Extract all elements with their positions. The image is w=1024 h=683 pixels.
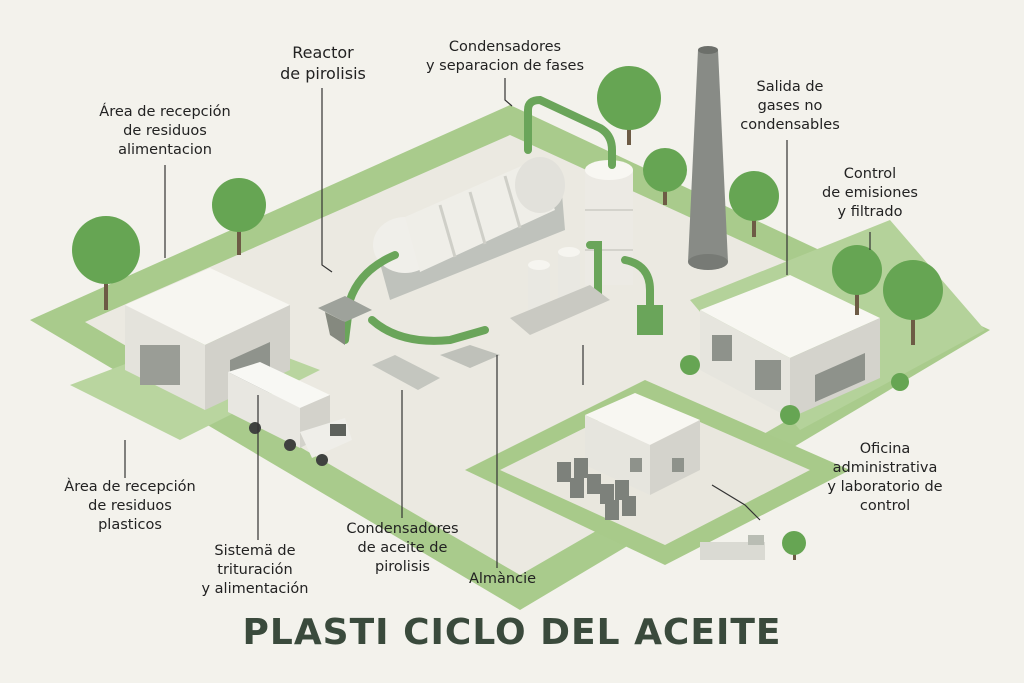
trees — [72, 66, 943, 560]
bush — [891, 373, 909, 391]
truck — [228, 362, 352, 466]
tree — [72, 216, 140, 310]
tree — [832, 245, 882, 315]
small-sign — [700, 535, 765, 560]
label-salida-gases: Salida de gases no condensables — [740, 79, 840, 133]
office-building — [700, 275, 880, 418]
tree — [643, 148, 687, 205]
label-almacie: Almàncie — [468, 571, 537, 587]
label-control-emisiones: Control de emisiones y filtrado — [822, 166, 918, 220]
callout-lines — [124, 78, 871, 568]
label-condensers-top: Condensadores y separacion de fases — [425, 39, 585, 74]
tree — [729, 171, 779, 237]
label-trituracion: Sistemä de trituración y alimentación — [201, 543, 309, 597]
storage-building — [585, 393, 700, 495]
label-condensadores-aceite: Condensadores de aceite de pirolisis — [346, 521, 459, 575]
tree — [782, 531, 806, 560]
feeder-system — [318, 296, 500, 390]
tree — [597, 66, 661, 145]
tree — [883, 260, 943, 345]
bush — [780, 405, 800, 425]
label-area-plasticos: Àrea de recepción de residuos plasticos — [64, 479, 196, 533]
bush — [680, 355, 700, 375]
page-title: PLASTI CICLO DEL ACEITE — [242, 612, 782, 653]
condenser-column — [585, 160, 633, 285]
label-area-alimentacion: Área de recepción de residuos alimentaci… — [99, 104, 231, 158]
label-reactor: Reactor de pirolisis — [280, 43, 366, 83]
tree — [212, 178, 266, 255]
chimney — [688, 46, 728, 270]
small-tanks — [510, 247, 610, 335]
green-tank — [637, 305, 663, 335]
green-pipes — [341, 95, 654, 345]
label-oficina: Oficina administrativa y laboratorio de … — [827, 441, 943, 514]
barrels — [557, 458, 636, 520]
pyrolysis-reactor — [373, 157, 565, 300]
